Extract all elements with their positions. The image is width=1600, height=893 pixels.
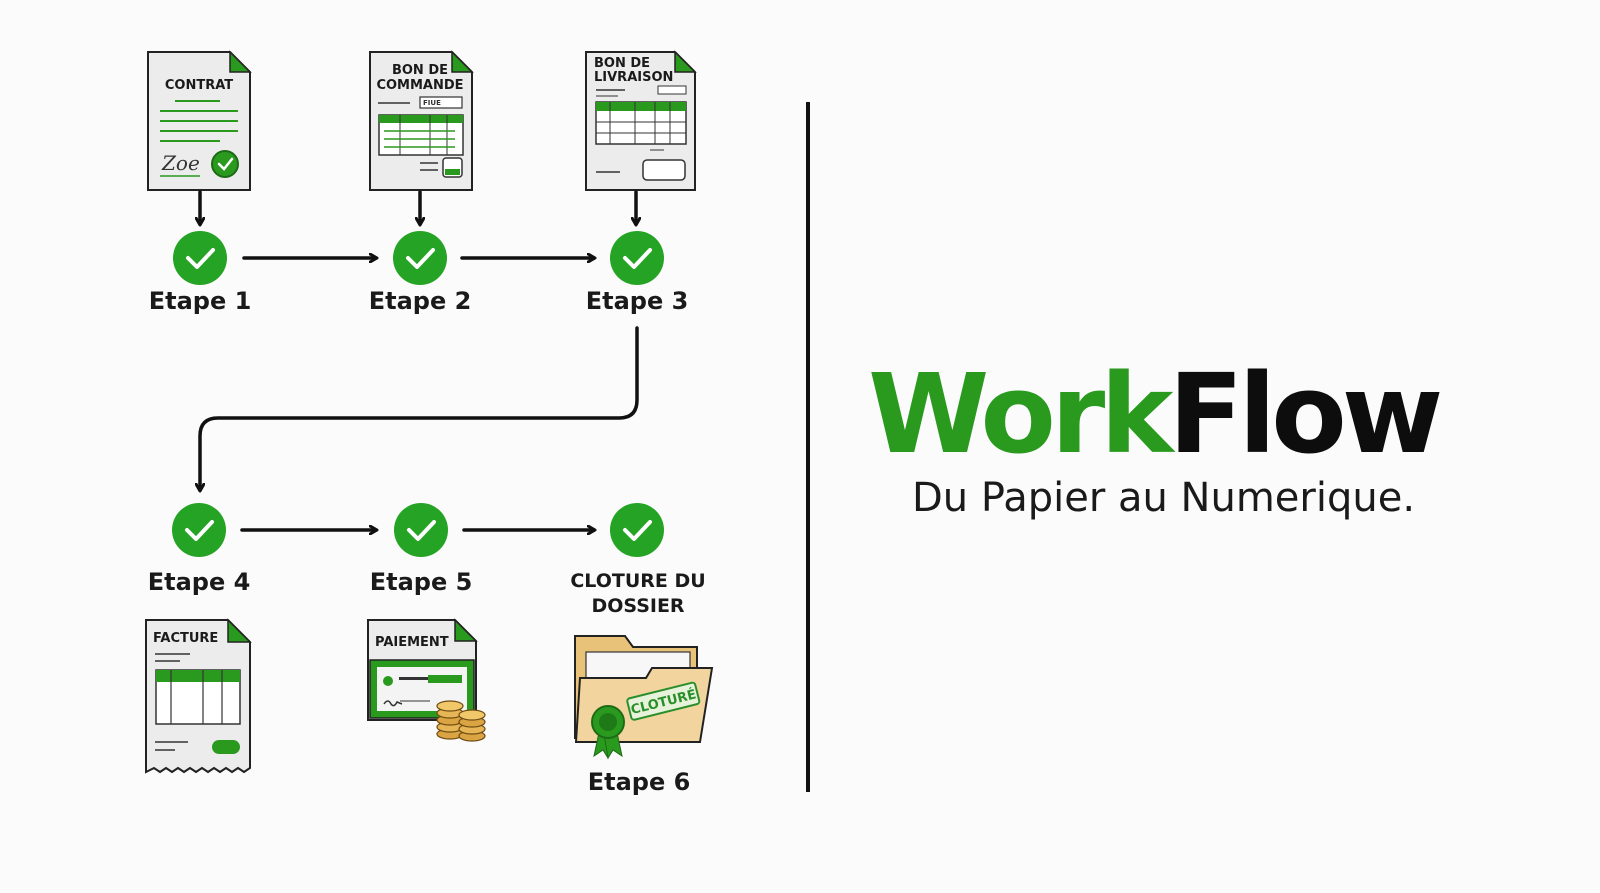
check-circle-icon — [173, 231, 227, 285]
brand-title-flow: Flow — [1168, 350, 1443, 478]
paiement-title: PAIEMENT — [375, 635, 449, 650]
brand-block: WorkFlow Du Papier au Numerique. — [868, 358, 1508, 522]
check-circle-icon — [393, 231, 447, 285]
contrat-document-icon: CONTRAT Zoe — [147, 50, 252, 191]
step-3: Etape 3 — [586, 231, 689, 315]
step-label-line1: CLOTURE DU — [570, 570, 705, 592]
final-step-label: Etape 6 — [588, 768, 691, 796]
bon-de-livraison-document-icon: BON DE LIVRAISON — [585, 50, 697, 191]
facture-title: FACTURE — [153, 631, 218, 646]
arrow-step3-to-step4 — [200, 326, 639, 490]
paiement-document-icon: PAIEMENT — [367, 618, 486, 742]
step-label: Etape 1 — [149, 287, 252, 315]
step-label: Etape 3 — [586, 287, 689, 315]
bon-de-commande-title-line1: BON DE — [392, 63, 448, 78]
step-label-line2: DOSSIER — [591, 595, 684, 617]
step-1: Etape 1 — [149, 231, 252, 315]
ribbon-seal-icon — [591, 705, 625, 760]
contrat-signature: Zoe — [161, 151, 200, 175]
bon-de-commande-field: FIUE — [423, 99, 441, 107]
bon-de-commande-title-line2: COMMANDE — [376, 78, 463, 93]
brand-title: WorkFlow — [868, 358, 1508, 470]
bon-de-livraison-title-line2: LIVRAISON — [594, 70, 673, 85]
check-circle-icon — [610, 231, 664, 285]
step-2: Etape 2 — [369, 231, 472, 315]
check-circle-icon — [394, 503, 448, 557]
facture-document-icon: FACTURE — [145, 618, 252, 774]
brand-subtitle: Du Papier au Numerique. — [912, 475, 1416, 521]
check-circle-icon — [610, 503, 664, 557]
contrat-title: CONTRAT — [165, 78, 233, 93]
step-label: Etape 2 — [369, 287, 472, 315]
coins-stack-icon — [436, 700, 486, 742]
brand-title-work: Work — [868, 350, 1173, 478]
step-4: Etape 4 — [148, 503, 251, 596]
step-6: CLOTURE DU DOSSIER — [570, 503, 706, 617]
flow-arrows — [200, 190, 639, 530]
check-circle-icon — [172, 503, 226, 557]
dossier-folder-icon: CLOTURÉ — [574, 635, 714, 760]
bon-de-commande-document-icon: BON DE COMMANDE FIUE — [369, 50, 474, 191]
step-5: Etape 5 — [370, 503, 473, 596]
step-label: Etape 5 — [370, 568, 473, 596]
step-label: Etape 4 — [148, 568, 251, 596]
bon-de-livraison-title-line1: BON DE — [594, 56, 650, 71]
